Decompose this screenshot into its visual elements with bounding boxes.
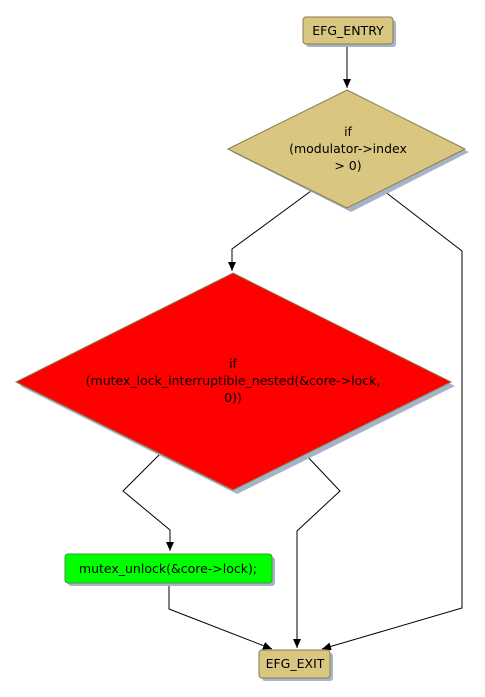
node-exit[interactable]: EFG_EXIT (258, 649, 333, 681)
node-unlock-label: mutex_unlock(&core->lock); (79, 561, 257, 576)
node-decision-index[interactable]: if (modulator->index > 0) (226, 89, 469, 212)
node-decision-index-diamond (226, 89, 467, 209)
node-decision-lock-diamond (14, 272, 453, 491)
node-decision-lock-line-1: if (229, 356, 237, 371)
node-decision-index-line-2: (modulator->index (289, 141, 407, 156)
node-decision-lock-line-3: 0)) (224, 390, 242, 405)
node-exit-label: EFG_EXIT (266, 656, 325, 671)
node-unlock[interactable]: mutex_unlock(&core->lock); (64, 553, 275, 586)
node-decision-index-line-1: if (344, 124, 352, 139)
node-exit-box (258, 649, 331, 679)
edge-unlock-to-exit (168, 584, 273, 650)
edge-decision-lock-false-to-unlock (122, 453, 174, 551)
edge-decision-index-false-to-exit (321, 190, 463, 651)
node-decision-index-line-3: > 0) (334, 158, 361, 173)
edges (122, 45, 463, 651)
node-unlock-box (64, 553, 273, 584)
node-entry-box (302, 16, 394, 45)
node-entry[interactable]: EFG_ENTRY (302, 16, 396, 47)
node-entry-label: EFG_ENTRY (312, 23, 384, 38)
edge-decision-lock-true-to-exit (293, 453, 341, 648)
node-decision-lock-line-2: (mutex_lock_interruptible_nested(&core->… (86, 373, 381, 388)
node-decision-lock[interactable]: if (mutex_lock_interruptible_nested(&cor… (14, 272, 455, 494)
edge-decision-index-true-to-decision-lock (228, 190, 312, 271)
